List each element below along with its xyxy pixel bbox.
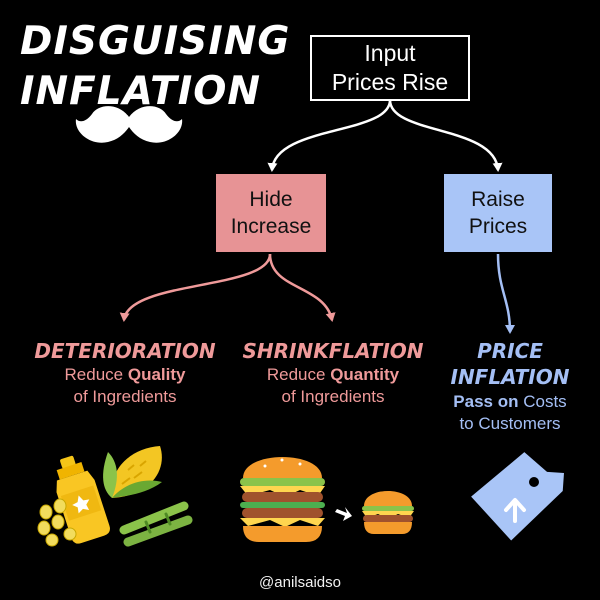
raise-prices-box: Raise Prices (444, 174, 552, 252)
hide-line-2: Increase (231, 213, 312, 240)
title-line-1: DISGUISING (20, 22, 290, 62)
shrinkflation-desc-bold: Quantity (330, 365, 399, 384)
root-line-1: Input (364, 39, 415, 68)
arrow-root-to-raise (390, 100, 498, 170)
shrinkflation-heading: SHRINKFLATION (228, 338, 438, 364)
shrinkflation-desc-line-2: of Ingredients (228, 386, 438, 408)
price-inflation-desc-post: Costs (519, 392, 567, 411)
deterioration-heading: DETERIORATION (20, 338, 230, 364)
title-line-2: INFLATION (20, 72, 261, 112)
raise-line-1: Raise (471, 186, 525, 213)
input-prices-rise-box: Input Prices Rise (310, 35, 470, 101)
price-inflation-desc-line-1: Pass on Costs (430, 391, 590, 413)
price-inflation-heading-2: INFLATION (430, 364, 590, 390)
price-inflation-desc-bold: Pass on (453, 392, 518, 411)
hide-line-1: Hide (249, 186, 292, 213)
price-inflation-desc-line-2: to Customers (430, 413, 590, 435)
arrow-raise-to-price-inflation (498, 254, 510, 332)
shrinkflation-desc-pre: Reduce (267, 365, 330, 384)
arrow-hide-to-shrinkflation (270, 254, 332, 320)
arrow-hide-to-deterioration (124, 254, 270, 320)
root-line-2: Prices Rise (332, 68, 448, 97)
arrow-root-to-hide (272, 100, 390, 170)
deterioration-desc-bold: Quality (128, 365, 186, 384)
hide-increase-box: Hide Increase (216, 174, 326, 252)
deterioration-desc-line-1: Reduce Quality (20, 364, 230, 386)
shrinkflation-desc-line-1: Reduce Quantity (228, 364, 438, 386)
deterioration-desc-pre: Reduce (65, 365, 128, 384)
raise-line-2: Prices (469, 213, 527, 240)
author-handle: @anilsaidso (0, 574, 600, 591)
deterioration-desc-line-2: of Ingredients (20, 386, 230, 408)
price-inflation-heading-1: PRICE (430, 338, 590, 364)
